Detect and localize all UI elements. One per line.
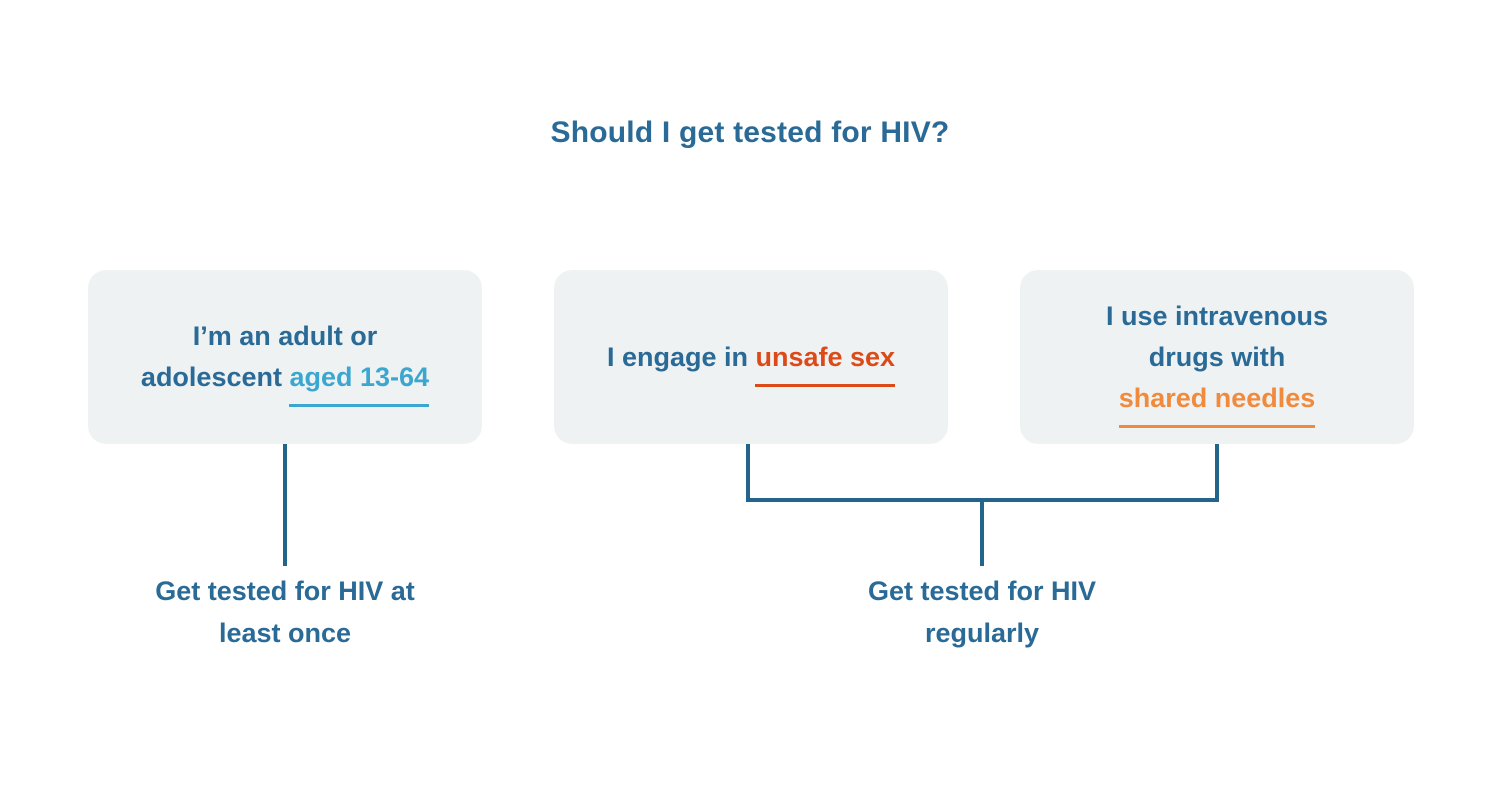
- condition-text: I engage in unsafe sex: [606, 337, 895, 387]
- condition-text-before: I engage in: [606, 341, 756, 372]
- outcome-line-2: least once: [218, 618, 352, 648]
- outcome-line-1: Get tested for HIV at: [155, 576, 415, 606]
- highlight-unsafe-sex[interactable]: unsafe sex: [755, 337, 895, 387]
- connector-line-stem: [980, 498, 984, 566]
- condition-text-before: drugs with: [1148, 341, 1286, 372]
- condition-box-adult-or-adolescent[interactable]: I’m an adult or adolescent aged 13-64: [88, 270, 482, 444]
- condition-box-shared-needles[interactable]: I use intravenous drugs with shared need…: [1020, 270, 1414, 444]
- outcome-test-once: Get tested for HIV at least once: [85, 570, 485, 654]
- outcome-line-2: regularly: [924, 618, 1040, 648]
- highlight-shared-needles[interactable]: shared needles: [1118, 378, 1315, 428]
- condition-text: I’m an adult or adolescent aged 13-64: [140, 316, 429, 407]
- outcome-line-1: Get tested for HIV: [867, 576, 1097, 606]
- connector-line-right-drop: [1215, 444, 1219, 502]
- connector-line-middle-drop: [746, 444, 750, 502]
- highlight-aged-13-64[interactable]: aged 13-64: [289, 357, 429, 407]
- page-title: Should I get tested for HIV?: [550, 116, 950, 149]
- condition-line-1: I’m an adult or: [192, 321, 378, 351]
- condition-text: I use intravenous drugs with shared need…: [1105, 296, 1329, 428]
- condition-text-before: adolescent: [140, 362, 290, 392]
- connector-line-left: [283, 444, 287, 566]
- condition-line-1: I use intravenous: [1105, 300, 1329, 331]
- condition-box-unsafe-sex[interactable]: I engage in unsafe sex: [554, 270, 948, 444]
- outcome-test-regularly: Get tested for HIV regularly: [782, 570, 1182, 654]
